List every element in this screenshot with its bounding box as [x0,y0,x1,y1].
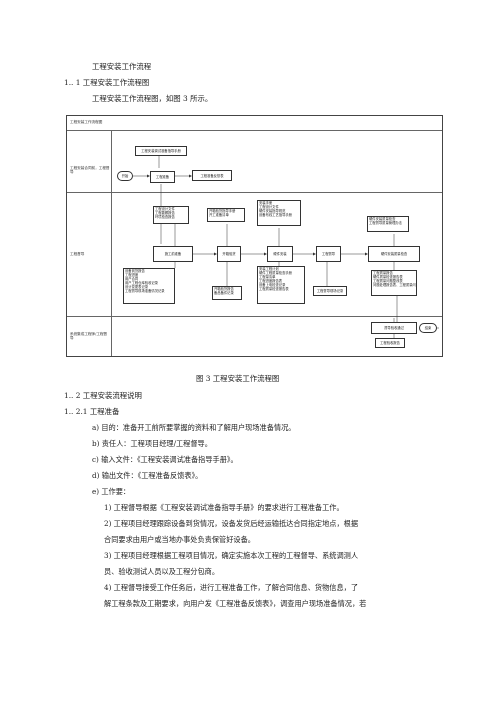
lane-divider [67,192,442,193]
item-b: b) 责任人：工程项目经理/工程督导。 [92,439,212,448]
lane-label-top: 工程安装合同前，工程督导 [70,166,110,175]
section-heading: 1.. 1 工程安装工作流程图 [64,78,150,87]
item-e2-cont: 合同要求由用户或当地办事处负责保管好设备。 [104,535,255,544]
stage1-outputs: 开箱验货报告备品备件记录 [212,286,242,300]
item-e2: 2) 工程项目经理跟踪设备到货情况，设备发货后经运输抵达合同指定地点，根据 [104,519,359,528]
stage1-inputs: 开箱验货指导手册开工准备清单 [207,208,245,222]
figure-caption: 图 3 工程安装工作流程图 [196,374,280,383]
stage3-process: 工程督导 [316,246,341,262]
stage4-inputs: 硬件安装质量检查工程督导质量管理办法 [367,216,409,232]
lane-label-bot: 系统集成工程师/工程督导 [70,332,108,341]
prep-inputs: 工程设计文件工程勘察报告环境检查报告 [153,206,189,224]
lane-divider [67,130,442,131]
body-text: 工程安装工作流程图，如图 3 所示。 [92,94,213,103]
item-e4: 4) 工程督导接受工作任务后，进行工程准备工作，了解合同信息、货物信息，了 [104,583,359,592]
start-terminator: 开始 [117,171,133,181]
flowchart-figure: 工程安装工作流程图 工程安装合同前，工程督导 工程督导 系统集成工程师/工程督导 [66,115,443,357]
stage1-process: 开箱验货 [217,246,241,262]
item-e3: 3) 工程项目经理根据工程项目情况，确定实施本次工程的工程督导、系统调测人 [104,551,359,560]
item-e1: 1) 工程督导根据《工程安装调试准备指导手册》的要求进行工程准备工作。 [104,503,344,512]
flow-header: 工程安装工作流程图 [70,120,103,124]
item-e3-cont: 员、验收测试人员以及工程分包商。 [104,567,220,576]
stage2-outputs: 安装工程计划硬件工程质量检查手册工程量清单工程进度报告表设备上电检查记录工程质量… [257,266,305,304]
prep-process: 施工前准备 [153,246,193,262]
feedback-document: 工程准备反馈表 [192,170,232,181]
stage2-process: 硬件安装 [267,246,293,262]
item-e4-cont: 解工程条款及工期要求，向用户发《工程准备反馈表》，调查用户现场准备情况，若 [104,599,367,608]
contract-box: 工程准备 [150,171,175,183]
stage3-outputs: 工程督导现场记录 [313,286,347,296]
lane-label-column [111,130,112,356]
prep-outputs: 设备到货报告工程进度用户合同用户工程仓库验收记录设计变更表记录工程督导现场准备情… [123,268,175,304]
stage4-outputs: 工程质量报告硬件质量检查报告表工程质量问题整改表问题处理报告表、工程质量问题 [371,270,417,296]
stage2-inputs: 安装手册工程设计文件硬件安装指导规范设备布线工艺指导手册 [257,200,301,226]
end-terminator: 结束 [419,323,437,333]
item-c: c) 输入文件：《工程安装调试准备指导手册》。 [92,455,238,464]
item-a: a) 目的：准备开工前所要掌握的资料和了解用户现场准备情况。 [92,423,296,432]
lane-label-mid: 工程督导 [70,252,85,256]
subsection-heading: 1.. 2.1 工程准备 [64,407,120,416]
doc-title: 工程安装工作流程 [92,62,152,71]
stage4-process: 硬件安装质量检查 [368,246,420,262]
lane-divider [67,316,442,317]
item-d: d) 输出文件：《工程准备反馈表》。 [92,471,203,480]
section-heading: 1.. 2 工程安装流程说明 [64,391,142,400]
final-process: 督导验收通过 [371,322,417,334]
item-e: e) 工作要： [92,487,131,496]
archive-document: 工程验收报告 [375,338,405,348]
manual-document: 工程安装调试准备指导手册 [135,146,187,156]
